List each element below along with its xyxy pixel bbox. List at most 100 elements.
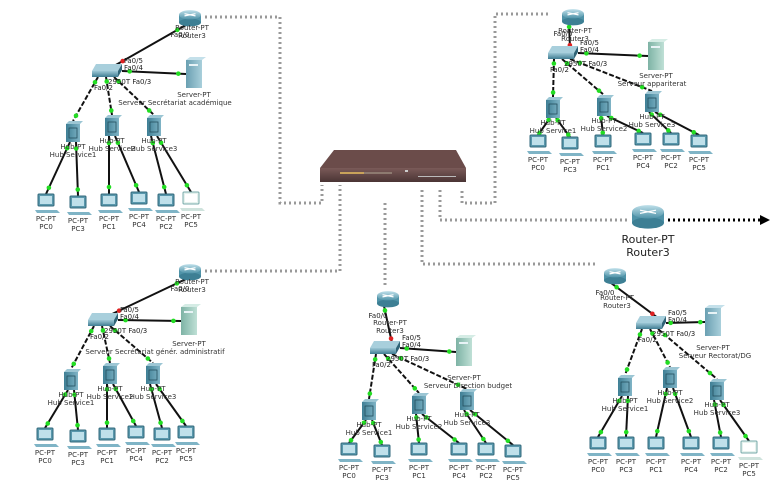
pc-icon[interactable] xyxy=(632,132,657,152)
pc-icon[interactable] xyxy=(559,136,584,156)
pc-icon[interactable] xyxy=(371,444,396,464)
pc-icon[interactable] xyxy=(175,425,200,445)
switch-icon[interactable] xyxy=(92,64,122,77)
cable-link[interactable] xyxy=(577,52,649,57)
pc-icon[interactable] xyxy=(67,195,92,215)
cable-link[interactable] xyxy=(75,141,79,197)
port-status-indicator xyxy=(73,146,79,151)
cable-link[interactable] xyxy=(45,141,71,195)
pc-icon[interactable] xyxy=(587,436,612,456)
port-status-indicator xyxy=(184,182,190,188)
cable-link[interactable] xyxy=(113,24,187,67)
router-icon[interactable] xyxy=(377,291,399,308)
pc-icon[interactable] xyxy=(502,444,527,464)
switch-icon[interactable] xyxy=(370,341,400,354)
pc-icon[interactable] xyxy=(180,191,205,211)
pc-icon[interactable] xyxy=(338,442,363,462)
hub-icon[interactable] xyxy=(103,363,120,384)
hub-icon[interactable] xyxy=(597,95,614,116)
cable-link[interactable] xyxy=(114,135,140,193)
server-icon[interactable] xyxy=(186,57,206,88)
core-switch[interactable] xyxy=(320,150,466,182)
pc-icon[interactable] xyxy=(615,436,640,456)
pc-icon[interactable] xyxy=(98,193,123,213)
hub-icon[interactable] xyxy=(710,379,727,400)
backbone-link-top-left[interactable] xyxy=(205,15,324,205)
cable-link[interactable] xyxy=(569,58,653,92)
port-status-indicator xyxy=(62,392,68,397)
pc-icon[interactable] xyxy=(688,134,713,154)
switch-icon[interactable] xyxy=(548,46,578,59)
cable-link[interactable] xyxy=(719,399,750,442)
server-icon[interactable] xyxy=(181,304,201,335)
pc-icon[interactable] xyxy=(710,436,735,456)
router-icon[interactable] xyxy=(179,10,201,27)
backbone-link-router-external[interactable] xyxy=(438,190,628,222)
pc-icon[interactable] xyxy=(448,442,473,462)
cable-link[interactable] xyxy=(657,328,718,380)
cable-link[interactable] xyxy=(399,347,457,353)
backbone-link-bottom-right[interactable] xyxy=(420,190,595,266)
pc-icon[interactable] xyxy=(408,442,433,462)
cable-link[interactable] xyxy=(156,135,192,193)
pc-icon[interactable] xyxy=(527,134,552,154)
pc-icon[interactable] xyxy=(34,427,59,447)
pc-icon[interactable] xyxy=(592,134,617,154)
pc-icon[interactable] xyxy=(35,193,60,213)
switch-port-label: Fa0/5 xyxy=(124,57,143,65)
cable-link[interactable] xyxy=(155,383,187,427)
hub-icon[interactable] xyxy=(618,375,635,396)
port-status-indicator xyxy=(637,53,642,58)
pc-icon[interactable] xyxy=(475,442,500,462)
hub-icon[interactable] xyxy=(147,115,164,136)
server-icon[interactable] xyxy=(648,39,668,70)
cable-link[interactable] xyxy=(117,319,182,322)
router-icon[interactable] xyxy=(632,205,664,229)
hub-icon[interactable] xyxy=(412,393,429,414)
pc-icon[interactable] xyxy=(96,427,121,447)
pc-icon[interactable] xyxy=(67,429,92,449)
cable-link[interactable] xyxy=(469,409,514,446)
pc-icon[interactable] xyxy=(151,427,176,447)
hub-icon[interactable] xyxy=(362,399,379,420)
pc-icon[interactable] xyxy=(738,440,763,460)
cable-link[interactable] xyxy=(113,76,155,116)
hub-icon[interactable] xyxy=(64,369,81,390)
pc-icon[interactable] xyxy=(680,436,705,456)
hub-icon[interactable] xyxy=(645,91,662,112)
cable-link[interactable] xyxy=(109,325,154,364)
hub-icon[interactable] xyxy=(66,121,83,142)
port-status-indicator xyxy=(171,318,176,324)
pc-icon[interactable] xyxy=(645,436,670,456)
pc-icon[interactable] xyxy=(155,193,180,213)
cable-link[interactable] xyxy=(610,282,659,319)
cable-link[interactable] xyxy=(383,353,420,394)
switch-icon[interactable] xyxy=(636,316,666,329)
cable-link[interactable] xyxy=(150,135,167,195)
hub-icon[interactable] xyxy=(663,367,680,388)
router-icon[interactable] xyxy=(179,264,201,281)
cable-link[interactable] xyxy=(109,278,187,316)
server-icon[interactable] xyxy=(705,305,725,336)
backbone-link-top-right[interactable] xyxy=(460,12,548,205)
external-router[interactable] xyxy=(632,205,664,229)
cable-link[interactable] xyxy=(654,111,700,136)
pc-model-label: PC-PT xyxy=(35,449,56,457)
backbone-link-bottom-left[interactable] xyxy=(205,185,342,273)
server-icon[interactable] xyxy=(456,335,476,366)
cable-link[interactable] xyxy=(655,387,668,438)
router-icon[interactable] xyxy=(604,268,626,285)
hub-icon[interactable] xyxy=(460,389,477,410)
cable-link[interactable] xyxy=(672,387,692,438)
cable-link[interactable] xyxy=(561,58,605,96)
cable-link[interactable] xyxy=(121,70,187,75)
switch-icon[interactable] xyxy=(88,313,118,326)
router-icon[interactable] xyxy=(562,9,584,26)
pc-icon[interactable] xyxy=(660,132,685,152)
pc-icon[interactable] xyxy=(128,191,153,211)
hub-icon[interactable] xyxy=(105,115,122,136)
pc-icon[interactable] xyxy=(125,425,150,445)
cable-link[interactable] xyxy=(72,76,99,122)
hub-icon[interactable] xyxy=(146,363,163,384)
hub-icon[interactable] xyxy=(546,97,563,118)
